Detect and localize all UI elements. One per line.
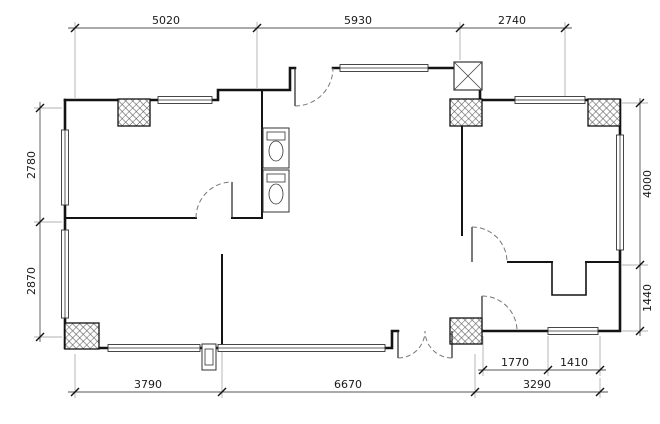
dim-tick <box>560 23 570 33</box>
dim-label-top-1: 5020 <box>152 14 180 27</box>
interior-walls <box>64 89 621 349</box>
door-swing-arc <box>294 67 334 107</box>
dim-tick <box>635 98 645 108</box>
window-top-right <box>514 96 586 104</box>
toilet-tank-icon <box>266 131 286 141</box>
dim-tick <box>595 387 605 397</box>
dimension-bottom: 3790 6670 3290 <box>68 352 608 398</box>
doors <box>195 67 518 359</box>
window-top-middle <box>339 64 429 72</box>
door-swing-arc <box>424 330 453 359</box>
wall-duct-fixture <box>201 343 217 371</box>
shaft-diagonal <box>453 61 483 91</box>
dim-label-right-1: 4000 <box>641 170 654 198</box>
dim-tick <box>70 387 80 397</box>
toilet-bowl-icon <box>268 183 284 205</box>
dim-tick <box>70 23 80 33</box>
dim-tick <box>595 365 605 375</box>
dim-label-top-3: 2740 <box>498 14 526 27</box>
dim-tick <box>470 387 480 397</box>
column-bottom-left <box>64 322 100 350</box>
window-bottom-middle <box>217 344 386 352</box>
column-top-right <box>587 98 621 127</box>
window-right <box>616 134 624 251</box>
door-room-right <box>471 226 508 263</box>
dim-tick <box>478 365 488 375</box>
wall-top-left <box>63 66 297 102</box>
dim-tick <box>252 23 262 33</box>
dimension-bottom-inner: 1770 1410 <box>478 336 606 376</box>
column-top-left <box>117 98 151 127</box>
dim-label-left-1: 2780 <box>25 151 38 179</box>
wall-closet-niche <box>551 262 587 296</box>
dimension-right: 4000 1440 <box>622 98 654 336</box>
dimension-top: 5020 5930 2740 <box>68 14 572 98</box>
door-entry <box>294 67 334 107</box>
dim-label-bottom-inner-2: 1410 <box>560 356 588 369</box>
door-bedroom-left <box>195 181 233 219</box>
window-left-lower <box>61 229 69 319</box>
dim-tick <box>635 326 645 336</box>
column-bottom-middle <box>449 317 483 345</box>
bathroom-fixtures <box>262 127 290 213</box>
door-double-bottom <box>397 330 453 359</box>
door-swing-arc <box>471 226 508 263</box>
toilet-bowl-icon <box>268 140 284 162</box>
door-bottom-right <box>481 295 518 332</box>
dim-label-bottom-1: 3790 <box>134 378 162 391</box>
dim-label-bottom-2: 6670 <box>334 378 362 391</box>
dim-tick <box>455 23 465 33</box>
wall-bottom-and-left <box>63 98 400 350</box>
windows <box>61 64 624 352</box>
window-bottom-left <box>107 344 201 352</box>
columns <box>64 61 621 350</box>
window-bottom-right <box>547 327 599 335</box>
window-left-upper <box>61 129 69 206</box>
dim-label-right-2: 1440 <box>641 284 654 312</box>
dim-label-left-2: 2870 <box>25 267 38 295</box>
door-swing-arc <box>195 181 233 219</box>
duct-inner <box>204 348 214 366</box>
toilet-tank-icon <box>266 173 286 183</box>
dim-tick <box>543 365 553 375</box>
dim-tick <box>217 387 227 397</box>
dim-label-bottom-3: 3290 <box>523 378 551 391</box>
dim-label-bottom-inner-1: 1770 <box>501 356 529 369</box>
dim-tick <box>35 332 45 342</box>
door-swing-arc <box>481 295 518 332</box>
dimension-left: 2780 2870 <box>25 102 62 342</box>
door-swing-arc <box>397 330 426 359</box>
shaft-box <box>453 61 483 91</box>
dim-tick <box>35 103 45 113</box>
dim-tick <box>35 217 45 227</box>
dim-label-top-2: 5930 <box>344 14 372 27</box>
column-top-middle <box>449 98 483 127</box>
dim-tick <box>635 260 645 270</box>
duct-outline <box>201 343 217 371</box>
window-top-left <box>157 96 213 104</box>
